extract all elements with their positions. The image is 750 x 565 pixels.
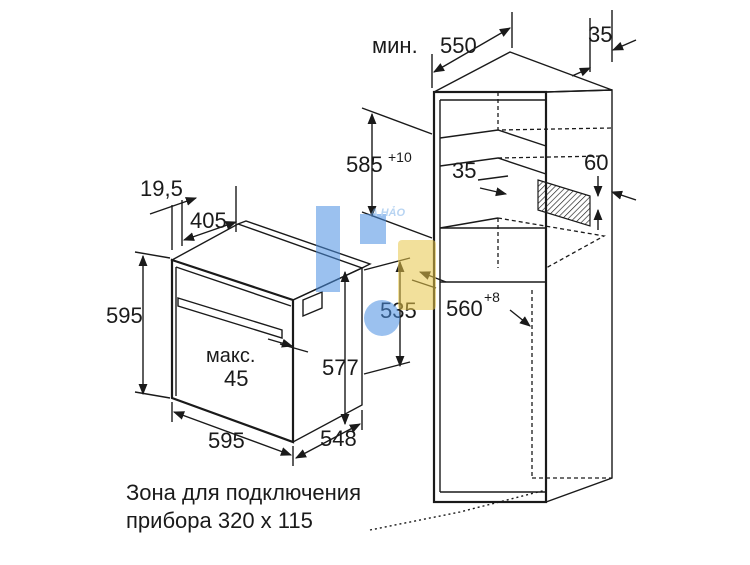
dim-max-value: 45 bbox=[224, 366, 248, 391]
dim-550: 550 bbox=[440, 33, 477, 58]
dim-60: 60 bbox=[584, 150, 608, 175]
dim-35-gap: 35 bbox=[452, 158, 476, 183]
oven-drawing bbox=[170, 220, 372, 444]
dim-19-5: 19,5 bbox=[140, 176, 183, 201]
dim-560: 560 bbox=[446, 296, 483, 321]
dim-min-label: мин. bbox=[372, 33, 418, 58]
dim-560-tol: +8 bbox=[484, 289, 500, 305]
watermark-text: A HẢO bbox=[369, 206, 405, 219]
dim-585: 585 bbox=[346, 152, 383, 177]
dim-595-width: 595 bbox=[208, 428, 245, 453]
dim-595-height: 595 bbox=[106, 303, 143, 328]
dim-35-top: 35 bbox=[588, 22, 612, 47]
watermark-bar bbox=[316, 206, 340, 292]
oven-flange bbox=[302, 290, 323, 318]
dim-max-label: макс. bbox=[206, 345, 255, 367]
oven-dimensions: 19,5 405 595 595 548 577 макс. 45 bbox=[106, 176, 363, 466]
note-line-2: прибора 320 x 115 bbox=[126, 508, 313, 533]
dim-577: 577 bbox=[322, 355, 359, 380]
watermark-logo: A HẢO bbox=[316, 206, 436, 336]
note-line-1: Зона для подключения bbox=[126, 480, 361, 505]
cabinet-drawing bbox=[432, 51, 613, 504]
dim-548: 548 bbox=[320, 426, 357, 451]
dim-585-tol: +10 bbox=[388, 149, 412, 165]
vent-slot bbox=[537, 179, 591, 227]
oven-handle bbox=[177, 297, 283, 339]
dim-405: 405 bbox=[190, 208, 227, 233]
cabinet-top bbox=[433, 51, 613, 93]
connection-note: Зона для подключения прибора 320 x 115 bbox=[126, 480, 547, 533]
